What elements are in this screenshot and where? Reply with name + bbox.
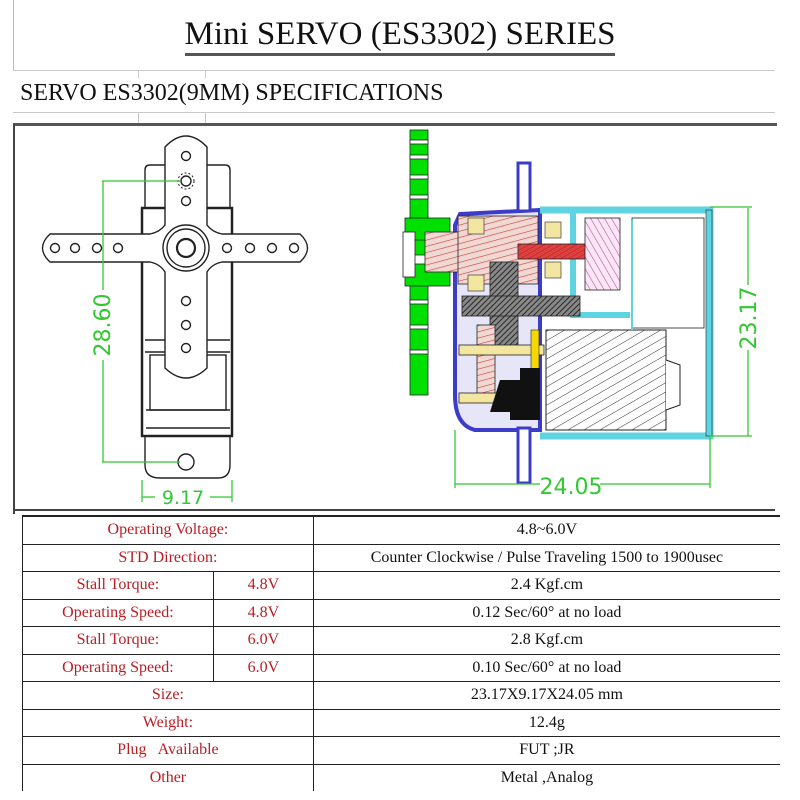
spec-row-operating-voltage: Operating Voltage: 4.8~6.0V [22, 515, 780, 545]
front-height-dimension: 28.60 [91, 294, 116, 357]
spec-row-operating-speed-6-0v: Operating Speed: 6.0V 0.10 Sec/60° at no… [22, 653, 780, 682]
horn-hub-center [175, 237, 197, 259]
spec-value: 0.10 Sec/60° at no load [312, 653, 780, 682]
front-width-dimension: 9.17 [162, 487, 204, 509]
spec-row-plug-available: Plug Available FUT ;JR [22, 736, 780, 765]
section-length-dimension: 24.05 [540, 475, 603, 500]
mounting-flange-bottom [516, 426, 532, 485]
grid-line [205, 112, 206, 124]
gear-shaft [461, 295, 581, 317]
spec-voltage: 6.0V [212, 626, 314, 655]
spec-label: Weight: [22, 708, 314, 737]
spec-row-other: Other Metal ,Analog [22, 763, 780, 791]
spec-label: Operating Speed: [22, 653, 214, 682]
spec-value: 0.12 Sec/60° at no load [312, 598, 780, 627]
output-shaft [424, 231, 461, 273]
spec-row-std-direction: STD Direction: Counter Clockwise / Pulse… [22, 543, 780, 572]
spec-label: Operating Speed: [22, 598, 214, 627]
spec-row-operating-speed-4-8v: Operating Speed: 4.8V 0.12 Sec/60° at no… [22, 598, 780, 627]
spec-label: Plug Available [22, 736, 314, 765]
grid-line [13, 70, 775, 71]
spec-row-size: Size: 23.17X9.17X24.05 mm [22, 681, 780, 710]
horn-hub-ring [166, 228, 206, 268]
grid-line [13, 112, 775, 113]
lower-gear [476, 324, 496, 396]
specifications-heading: SERVO ES3302(9MM) SPECIFICATIONS [20, 80, 444, 106]
document-title-text: Mini SERVO (ES3302) SERIES [184, 16, 616, 56]
spec-label: Stall Torque: [22, 571, 214, 600]
drawing-frame-divider [13, 509, 775, 511]
mounting-flange-top [516, 161, 532, 213]
spec-label: Other [22, 763, 314, 791]
drawing-frame [13, 123, 777, 514]
spec-voltage: 6.0V [212, 653, 314, 682]
grid-line [138, 112, 139, 124]
spec-voltage: 4.8V [212, 598, 314, 627]
sheet-left-border [13, 0, 14, 70]
spec-value: 4.8~6.0V [312, 515, 780, 545]
spec-label: Size: [22, 681, 314, 710]
spec-row-weight: Weight: 12.4g [22, 708, 780, 737]
servo-section-view [402, 129, 714, 485]
output-horn-section [402, 129, 451, 396]
spec-value: 23.17X9.17X24.05 mm [312, 681, 780, 710]
grid-line [205, 70, 206, 78]
document-title: Mini SERVO (ES3302) SERIES [0, 14, 800, 56]
technical-drawings: 28.60 9.17 [41, 129, 762, 509]
spec-value: 12.4g [312, 708, 780, 737]
spec-voltage: 4.8V [212, 571, 314, 600]
spec-label: Stall Torque: [22, 626, 214, 655]
section-height-dimension: 23.17 [737, 287, 762, 350]
spec-value: Metal ,Analog [312, 763, 780, 791]
section-dimensions [454, 206, 752, 488]
spec-value: FUT ;JR [312, 736, 780, 765]
motor [545, 329, 667, 431]
spec-label: Operating Voltage: [22, 515, 314, 545]
spec-value: Counter Clockwise / Pulse Traveling 1500… [312, 543, 780, 572]
front-dimensions [102, 180, 233, 502]
spec-row-stall-torque-4-8v: Stall Torque: 4.8V 2.4 Kgf.cm [22, 571, 780, 600]
spec-label: STD Direction: [22, 543, 314, 572]
potentiometer [584, 217, 621, 291]
spec-row-stall-torque-6-0v: Stall Torque: 6.0V 2.8 Kgf.cm [22, 626, 780, 655]
horn-hub-outer [162, 224, 210, 272]
spec-value: 2.8 Kgf.cm [312, 626, 780, 655]
specifications-table: Operating Voltage: 4.8~6.0V STD Directio… [22, 515, 780, 791]
spec-value: 2.4 Kgf.cm [312, 571, 780, 600]
servo-front-view [41, 135, 309, 479]
grid-line [138, 70, 139, 78]
